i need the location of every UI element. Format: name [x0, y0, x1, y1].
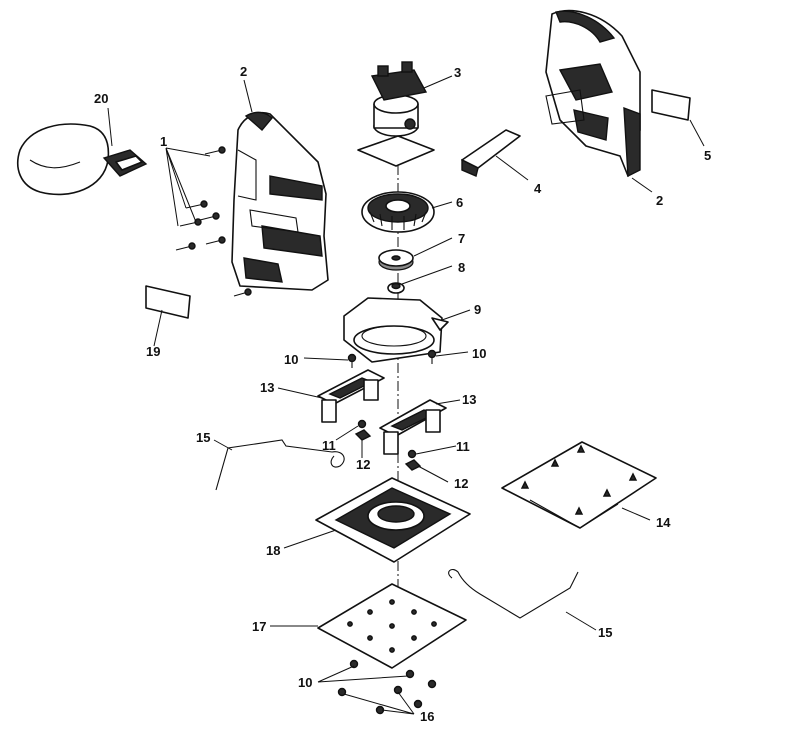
callout-8: 8: [458, 260, 465, 275]
callout-1: 1: [160, 134, 167, 149]
sanding-pad: [317, 583, 467, 669]
callout-13-right: 13: [462, 392, 476, 407]
bracket-left: [317, 369, 385, 423]
fan-housing: [343, 297, 449, 363]
cooling-fan: [361, 191, 435, 233]
callout-7: 7: [458, 231, 465, 246]
screws-bottom: [337, 659, 437, 715]
housing-screws: [175, 146, 252, 297]
callout-10-right: 10: [472, 346, 486, 361]
callout-19: 19: [146, 344, 160, 359]
spacer-washer: [378, 249, 414, 271]
punch-plate: [501, 441, 657, 529]
callout-17: 17: [252, 619, 266, 634]
callout-2-right: 2: [656, 193, 663, 208]
bearing: [387, 282, 405, 294]
left-housing: [231, 111, 329, 291]
callout-3: 3: [454, 65, 461, 80]
base-platen: [315, 477, 471, 563]
callout-15-left: 15: [196, 430, 210, 445]
callouts: 20 1 2 3 4 5 2 6 7 8 9 10 10 13 13 15 11…: [94, 64, 711, 724]
callout-20: 20: [94, 91, 108, 106]
paper-clamp-right: [448, 569, 579, 619]
callout-10-bottom: 10: [298, 675, 312, 690]
callout-13-left: 13: [260, 380, 274, 395]
bracket-right: [379, 399, 447, 455]
dust-bag: [16, 123, 148, 196]
label-plate-right: [651, 89, 691, 121]
right-housing: [545, 9, 641, 178]
screws-clips-right: [404, 449, 422, 471]
label-plate-left: [145, 285, 191, 319]
callout-10-left: 10: [284, 352, 298, 367]
paper-clamp-left: [215, 439, 345, 491]
leader-lines: [107, 75, 705, 715]
callout-9: 9: [474, 302, 481, 317]
screws-clips-left: [354, 419, 372, 441]
motor-assembly: [357, 61, 435, 167]
callout-12-left: 12: [356, 457, 370, 472]
callout-4: 4: [534, 181, 542, 196]
callout-11-left: 11: [322, 438, 336, 453]
callout-2-left: 2: [240, 64, 247, 79]
callout-15-right: 15: [598, 625, 612, 640]
callout-12-right: 12: [454, 476, 468, 491]
screws-mid: [347, 349, 437, 368]
callout-18: 18: [266, 543, 280, 558]
callout-6: 6: [456, 195, 463, 210]
power-switch: [461, 129, 521, 177]
callout-16: 16: [420, 709, 434, 724]
callout-5: 5: [704, 148, 711, 163]
callout-11-right: 11: [456, 439, 470, 454]
callout-14: 14: [656, 515, 671, 530]
